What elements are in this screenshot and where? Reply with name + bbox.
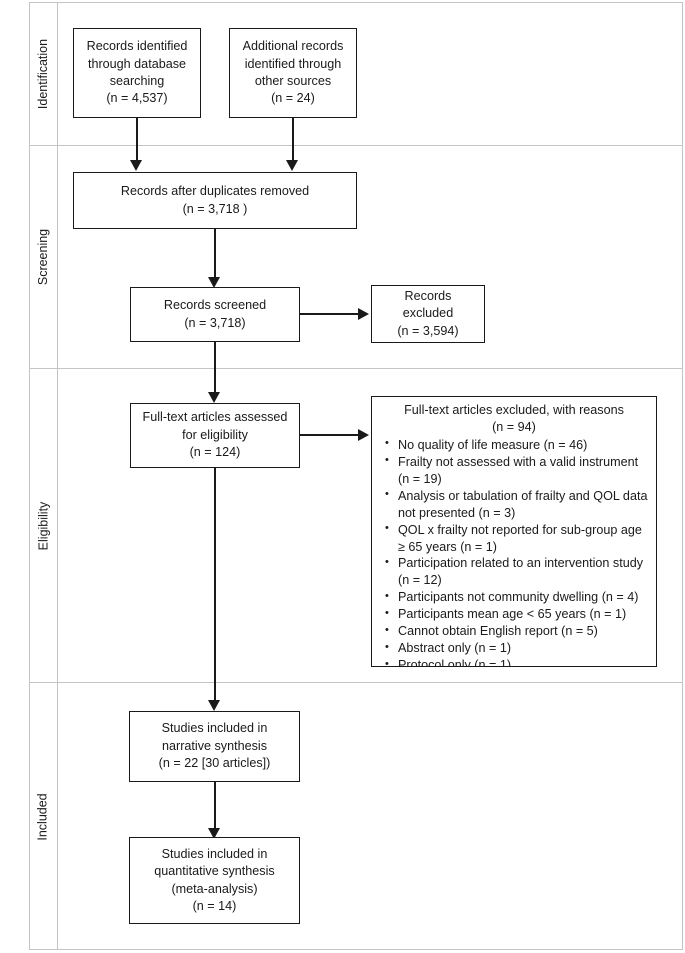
box-studies-narrative-synthesis: Studies included in narrative synthesis … [129, 711, 300, 782]
arrowhead-screened-to-fulltext [208, 392, 220, 403]
box-line: excluded [402, 306, 454, 321]
stage-label-identification: Identification [29, 2, 57, 145]
arrowhead-screened-to-excluded [358, 308, 369, 320]
exclusions-heading-line-2: (n = 94) [492, 419, 536, 434]
connector-narrative-to-quantitative [214, 782, 216, 834]
box-line: searching [109, 74, 165, 88]
box-line: Records identified [86, 39, 188, 54]
stage-label-column-divider [57, 2, 58, 950]
connector-screened-to-fulltext [214, 342, 216, 398]
box-line: Full-text articles assessed [142, 410, 288, 425]
arrowhead-database-to-duplicates [130, 160, 142, 171]
stage-label-screening-text: Screening [36, 228, 51, 286]
box-line: Records screened [163, 298, 267, 313]
box-line: (n = 3,594) [397, 323, 459, 338]
box-line: (n = 3,718) [184, 315, 246, 330]
section-divider-eligibility-included [29, 682, 683, 683]
connector-database-to-duplicates [136, 118, 138, 166]
exclusion-reason-item: Participation related to an intervention… [378, 555, 650, 589]
box-records-excluded: Records excluded (n = 3,594) [371, 285, 485, 343]
exclusion-reason-item: Abstract only (n = 1) [378, 640, 650, 657]
box-line: (meta-analysis) [171, 881, 258, 896]
arrowhead-duplicates-to-screened [208, 277, 220, 288]
stage-label-included: Included [29, 683, 57, 950]
box-studies-quantitative-synthesis: Studies included in quantitative synthes… [129, 837, 300, 924]
box-line: for eligibility [182, 427, 248, 442]
section-divider-identification-screening [29, 145, 683, 146]
arrowhead-fulltext-to-exclusions [358, 429, 369, 441]
box-line: Records [404, 288, 452, 303]
arrowhead-fulltext-to-narrative [208, 700, 220, 711]
exclusion-reason-item: Participants mean age < 65 years (n = 1) [378, 606, 650, 623]
connector-fulltext-to-exclusions [300, 434, 360, 436]
box-line: identified through [244, 56, 342, 71]
connector-other-to-duplicates [292, 118, 294, 166]
connector-duplicates-to-screened [214, 229, 216, 283]
stage-label-included-text: Included [36, 792, 51, 841]
box-additional-records-other-sources: Additional records identified through ot… [229, 28, 357, 118]
box-line: (n = 24) [271, 91, 315, 106]
exclusion-reason-item: Frailty not assessed with a valid instru… [378, 453, 650, 488]
box-records-screened: Records screened (n = 3,718) [130, 287, 300, 342]
exclusion-reason-item: Analysis or tabulation of frailty and QO… [378, 487, 650, 522]
box-line: Additional records [242, 39, 344, 54]
exclusion-reason-item: Protocol only (n = 1) [378, 657, 650, 666]
connector-fulltext-to-narrative [214, 468, 216, 706]
arrowhead-narrative-to-quantitative [208, 828, 220, 839]
stage-label-identification-text: Identification [36, 38, 50, 109]
box-fulltext-excluded-with-reasons: Full-text articles excluded, with reason… [371, 396, 657, 667]
exclusion-reason-item: QOL x frailty not reported for sub-group… [378, 521, 650, 556]
box-line: Studies included in [161, 846, 268, 861]
connector-screened-to-excluded [300, 313, 360, 315]
box-line: (n = 22 [30 articles]) [158, 756, 271, 771]
exclusions-heading-line-1: Full-text articles excluded, with reason… [404, 403, 624, 417]
exclusion-reasons-list: No quality of life measure (n = 46) Frai… [378, 436, 650, 666]
box-records-after-duplicates-removed: Records after duplicates removed (n = 3,… [73, 172, 357, 229]
stage-label-eligibility-text: Eligibility [36, 501, 51, 550]
stage-label-eligibility: Eligibility [29, 369, 57, 682]
box-line: through database [87, 56, 187, 71]
box-line: (n = 4,537) [106, 91, 168, 106]
stage-label-screening: Screening [29, 146, 57, 368]
section-divider-screening-eligibility [29, 368, 683, 369]
exclusion-reason-item: No quality of life measure (n = 46) [378, 436, 650, 454]
box-line: Records after duplicates removed [120, 184, 310, 199]
box-line: quantitative synthesis [154, 864, 275, 879]
box-line: Studies included in [161, 721, 268, 736]
exclusion-reason-item: Participants not community dwelling (n =… [378, 589, 650, 606]
box-line: narrative synthesis [162, 738, 267, 753]
box-records-identified-database: Records identified through database sear… [73, 28, 201, 118]
arrowhead-other-to-duplicates [286, 160, 298, 171]
exclusion-reason-item: Cannot obtain English report (n = 5) [378, 623, 650, 640]
box-line: (n = 14) [192, 898, 237, 913]
box-line: other sources [254, 74, 332, 88]
box-fulltext-articles-assessed: Full-text articles assessed for eligibil… [130, 403, 300, 468]
box-line: (n = 124) [189, 445, 241, 460]
box-line: (n = 3,718 ) [182, 201, 248, 216]
